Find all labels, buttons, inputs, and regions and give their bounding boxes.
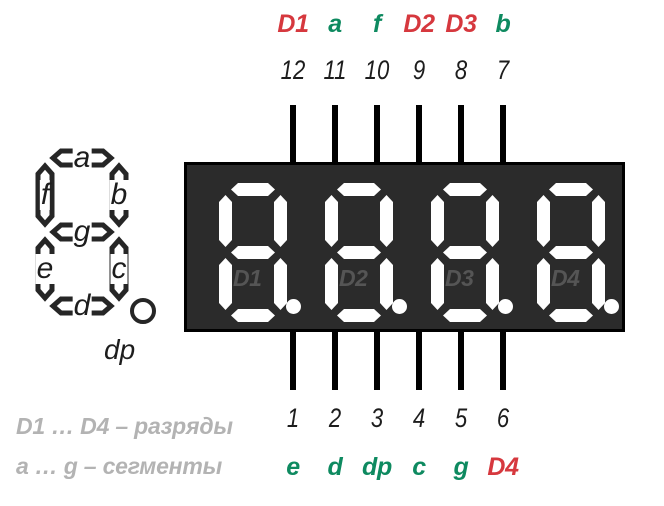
segment-outline-f — [35, 162, 55, 228]
bottom-pin-number-1: 1 — [286, 403, 300, 433]
segment-d — [337, 309, 381, 322]
pin-leg-1 — [290, 330, 296, 390]
pin-leg-12 — [290, 105, 296, 165]
bottom-pin-function-2: d — [327, 453, 343, 481]
decimal-point-1 — [286, 299, 301, 314]
pin-leg-3 — [374, 330, 380, 390]
segment-ref-letter-e: e — [35, 252, 55, 285]
segment-ref-letter-c: c — [110, 252, 128, 285]
segment-ref-letter-a: a — [72, 141, 92, 174]
digit-label-4: D4 — [551, 265, 580, 291]
legend-line-digits: D1 … D4 – разряды — [16, 413, 233, 439]
top-pin-function-7: b — [495, 10, 511, 38]
top-pin-number-10: 10 — [364, 55, 390, 85]
display-digit-2: D2 — [323, 183, 407, 322]
segment-a — [231, 183, 275, 196]
decimal-point-2 — [392, 299, 407, 314]
decimal-point-3 — [498, 299, 513, 314]
bottom-pin-number-4: 4 — [412, 403, 426, 433]
segment-c — [274, 258, 287, 310]
top-pin-number-12: 12 — [280, 55, 306, 85]
pin-leg-4 — [416, 330, 422, 390]
segment-e — [325, 258, 338, 310]
segment-outline-g — [49, 222, 115, 242]
segment-ref-letter-b: b — [109, 178, 129, 211]
pin-leg-7 — [500, 105, 506, 165]
segment-f — [431, 195, 444, 247]
segment-outline-a — [49, 148, 115, 168]
display-digit-3: D3 — [429, 183, 513, 322]
segment-f — [219, 195, 232, 247]
digit-label-1: D1 — [233, 265, 262, 291]
segment-g — [337, 246, 381, 259]
bottom-pin-function-5: g — [453, 453, 469, 481]
segment-outline-b — [109, 162, 129, 228]
digit-label-3: D3 — [445, 265, 474, 291]
bottom-pin-number-3: 3 — [370, 403, 384, 433]
display-digit-1: D1 — [217, 183, 301, 322]
bottom-pin-function-4: c — [412, 453, 426, 481]
segment-f — [537, 195, 550, 247]
segment-d — [549, 309, 593, 322]
segment-ref-letter-d: d — [72, 289, 92, 322]
segment-g — [549, 246, 593, 259]
bottom-pin-function-6: D4 — [487, 453, 519, 481]
segment-b — [592, 195, 605, 247]
pin-leg-11 — [332, 105, 338, 165]
led-display-panel: D1 D2 D3 — [184, 162, 625, 332]
segment-outline-e — [35, 236, 55, 302]
segment-e — [537, 258, 550, 310]
pin-leg-9 — [416, 105, 422, 165]
segment-outline-svg — [35, 148, 156, 324]
segment-ref-letter-f: f — [39, 178, 51, 211]
bottom-pin-function-1: e — [286, 453, 300, 481]
segment-ref-letter-g: g — [72, 215, 92, 248]
pin-leg-6 — [500, 330, 506, 390]
top-pin-function-8: D3 — [445, 10, 477, 38]
segment-outline-d — [49, 296, 115, 316]
segment-b — [274, 195, 287, 247]
segment-c — [486, 258, 499, 310]
segment-a — [549, 183, 593, 196]
segment-b — [486, 195, 499, 247]
segment-d — [231, 309, 275, 322]
segment-d — [443, 309, 487, 322]
segment-outline-c — [109, 236, 129, 302]
digit-label-2: D2 — [339, 265, 368, 291]
bottom-pin-function-3: dp — [362, 453, 392, 481]
segment-a — [443, 183, 487, 196]
top-pin-function-11: a — [328, 10, 342, 38]
segment-g — [231, 246, 275, 259]
pin-leg-10 — [374, 105, 380, 165]
bottom-pin-number-2: 2 — [328, 403, 342, 433]
segment-e — [219, 258, 232, 310]
segment-a — [337, 183, 381, 196]
segment-f — [325, 195, 338, 247]
top-pin-number-9: 9 — [412, 55, 426, 85]
bottom-pin-number-5: 5 — [454, 403, 468, 433]
display-digit-4: D4 — [535, 183, 619, 322]
top-pin-number-11: 11 — [323, 55, 347, 85]
top-pin-function-9: D2 — [403, 10, 435, 38]
decimal-point-outline — [130, 298, 156, 324]
segment-b — [380, 195, 393, 247]
pin-leg-8 — [458, 105, 464, 165]
top-pin-number-7: 7 — [496, 55, 510, 85]
top-pin-number-8: 8 — [454, 55, 468, 85]
top-pin-function-12: D1 — [277, 10, 309, 38]
segment-g — [443, 246, 487, 259]
decimal-point-4 — [604, 299, 619, 314]
top-pin-function-10: f — [372, 10, 382, 38]
segment-c — [380, 258, 393, 310]
segment-c — [592, 258, 605, 310]
pin-leg-2 — [332, 330, 338, 390]
pin-leg-5 — [458, 330, 464, 390]
segment-reference-diagram: a b c d e f g — [30, 141, 180, 360]
bottom-pin-number-6: 6 — [496, 403, 510, 433]
segment-e — [431, 258, 444, 310]
decimal-point-reference-label: dp — [104, 334, 136, 365]
legend-line-segments: a … g – сегменты — [16, 453, 223, 479]
